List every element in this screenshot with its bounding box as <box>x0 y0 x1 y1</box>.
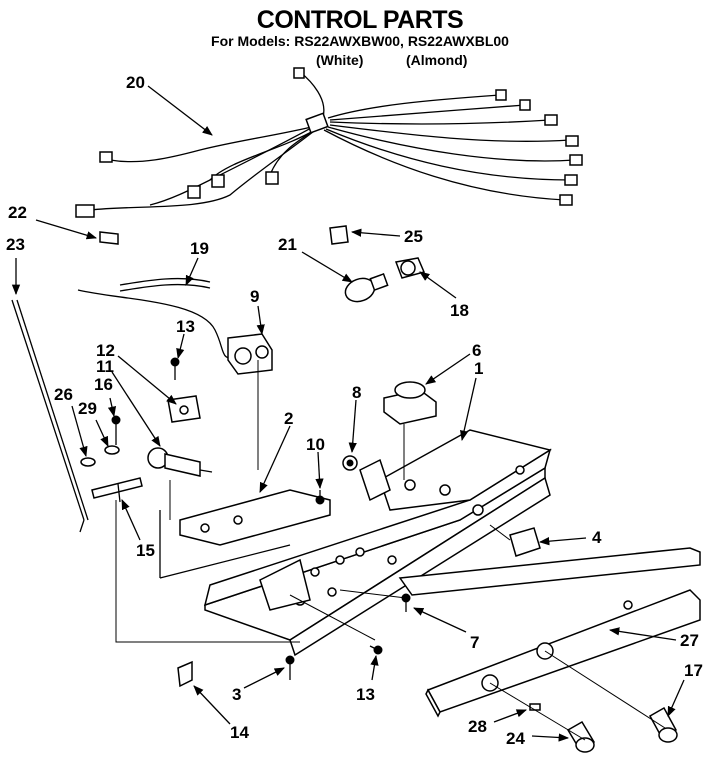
callout-28: 28 <box>468 717 487 736</box>
callout-15: 15 <box>136 541 155 560</box>
callout-1: 1 <box>474 359 483 378</box>
part-1-control-housing <box>203 429 552 657</box>
callout-18: 19 <box>190 239 209 258</box>
callout-12: 12 <box>96 341 115 360</box>
part-10-screw <box>315 490 325 505</box>
callout-26: 17 <box>684 661 703 680</box>
callout-13b: 13 <box>356 685 375 704</box>
part-4-switch <box>489 524 541 557</box>
part-13b-screw <box>369 645 383 655</box>
callout-numbers: 20 22 23 19 9 21 25 18 13 12 11 6 1 8 2 … <box>6 73 703 748</box>
part-6-cold-control <box>383 381 437 480</box>
part-27-knob <box>566 720 596 753</box>
callout-17: 18 <box>450 301 469 320</box>
part-7-screw <box>401 593 411 612</box>
callout-20: 20 <box>126 73 145 92</box>
part-15-link <box>91 477 143 503</box>
variant-almond-label: (Almond) <box>406 52 468 68</box>
callout-2: 2 <box>284 409 293 428</box>
part-22-clip <box>99 231 119 245</box>
page-title: CONTROL PARTS <box>256 6 464 34</box>
callout-10: 10 <box>306 435 325 454</box>
part-11-damper-control <box>147 447 213 477</box>
callout-8: 8 <box>352 383 361 402</box>
model-numbers: For Models: RS22AWXBW00, RS22AWXBL00 <box>211 33 509 49</box>
part-8-screw <box>342 455 358 471</box>
callout-16: 16 <box>94 375 113 394</box>
part-14-clip <box>177 660 193 688</box>
callout-14: 14 <box>230 723 249 742</box>
part-29-washer <box>104 445 120 455</box>
variant-white-label: (White) <box>316 52 364 68</box>
callout-21: 25 <box>404 227 423 246</box>
callout-27: 24 <box>506 729 525 748</box>
part-25-control-panel <box>398 547 701 718</box>
wire-harness <box>75 67 583 218</box>
callout-13a: 13 <box>176 317 195 336</box>
callout-9: 9 <box>250 287 259 306</box>
part-16-screw <box>111 415 121 445</box>
callout-24: 26 <box>54 385 73 404</box>
part-9-thermostat <box>227 333 273 375</box>
part-24-washer <box>80 457 96 467</box>
callout-22: 22 <box>8 203 27 222</box>
callout-19: 21 <box>278 235 297 254</box>
part-2-mounting-plate <box>159 489 331 579</box>
callout-29: 29 <box>78 399 97 418</box>
callout-11: 11 <box>96 357 114 376</box>
part-3-screw <box>285 655 295 680</box>
callout-3: 3 <box>232 685 241 704</box>
part-18-tubing <box>77 277 236 359</box>
callout-7: 7 <box>470 633 479 652</box>
part-19-bulb <box>344 273 389 303</box>
part-12-bracket <box>167 395 201 423</box>
callout-4: 4 <box>592 528 602 547</box>
part-23-rod <box>11 299 89 533</box>
part-28-shaft <box>529 703 541 711</box>
part-13-screw <box>170 357 180 380</box>
leader-lines <box>11 85 685 742</box>
part-17-socket <box>394 257 426 279</box>
callout-25: 27 <box>680 631 699 650</box>
callout-6: 6 <box>472 341 481 360</box>
guide-lines <box>115 360 666 741</box>
part-26-knob <box>648 706 678 743</box>
part-21-clip <box>329 225 349 245</box>
callout-23: 23 <box>6 235 25 254</box>
